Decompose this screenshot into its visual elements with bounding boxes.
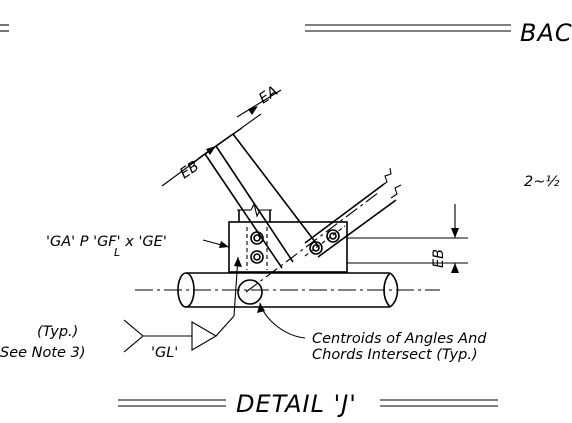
label-centroids-line2: Chords Intersect (Typ.): [312, 347, 478, 363]
label-see-note: See Note 3): [0, 345, 85, 361]
detail-title: DETAIL 'J': [236, 390, 357, 418]
label-plate-subscript: L: [114, 246, 120, 259]
header-right-rule: [305, 24, 511, 32]
plate-spec-leader: [202, 239, 230, 248]
centroid-note-leader: [257, 302, 306, 339]
title-rule-left: [118, 399, 226, 407]
label-eb-vertical: EB: [431, 249, 447, 268]
dimension-eb-vertical: [347, 204, 468, 273]
dimension-ea: [215, 89, 282, 147]
label-gl: 'GL': [151, 345, 178, 361]
title-rule-right: [380, 399, 498, 407]
centroid-circle: [237, 279, 263, 305]
bolt-group-left: [246, 227, 268, 270]
dimension-eb-diagonal: [161, 145, 217, 187]
weld-symbol: [123, 256, 242, 353]
diagonal-workline: [245, 192, 379, 293]
label-fraction: 2~½: [524, 174, 559, 190]
diagonal-member-right: [304, 167, 402, 258]
bolt-group-right: [304, 225, 346, 257]
label-plate-spec: 'GA' P 'GF' x 'GE': [46, 234, 167, 250]
label-centroids-line1: Centroids of Angles And: [312, 331, 487, 347]
diagonal-angle-upper: [204, 133, 320, 269]
label-typ: (Typ.): [37, 324, 78, 340]
label-eb-diagonal: EB: [177, 158, 202, 182]
label-ea: EA: [256, 83, 281, 107]
header-left-rule: [0, 24, 9, 32]
header-right-title: BAC: [520, 19, 572, 47]
vertical-member-stub: [237, 202, 272, 222]
